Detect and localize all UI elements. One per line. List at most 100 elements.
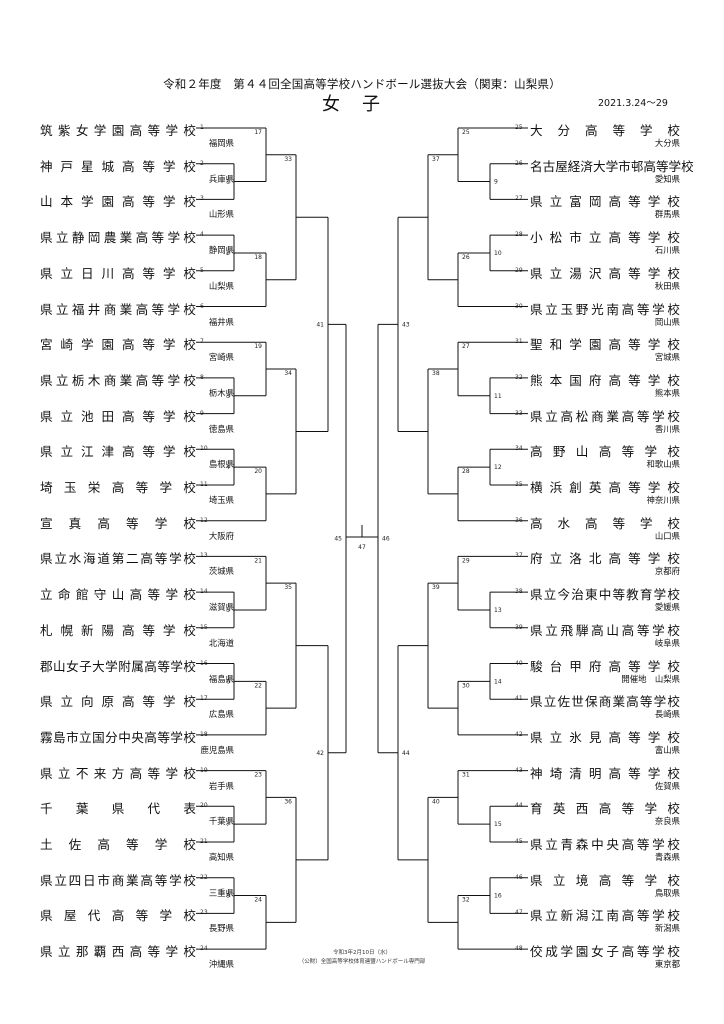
team-seed: 36 <box>515 516 523 524</box>
team-name: 県立玉野光南高等学校 <box>530 301 680 317</box>
team-entry: 県立玉野光南高等学校岡山県 <box>524 299 724 333</box>
team-prefecture: 鳥取県 <box>654 887 680 898</box>
team-name: 育英西高等学校 <box>530 801 680 817</box>
team-entry: 県立高松商業高等学校香川県 <box>524 406 724 440</box>
team-entry: 神戸星城高等学校兵庫県 <box>40 156 240 190</box>
team-prefecture: 三重県 <box>208 887 234 898</box>
team-seed: 23 <box>200 909 208 917</box>
match-number: 46 <box>382 536 390 543</box>
match-number: 45 <box>334 536 342 543</box>
team-seed: 29 <box>515 266 523 274</box>
team-seed: 3 <box>200 195 204 203</box>
team-name: 県立四日市商業高等学校 <box>40 872 196 888</box>
team-seed: 42 <box>515 730 523 738</box>
team-entry: 熊本国府高等学校熊本県 <box>524 370 724 404</box>
team-name: 県立湯沢高等学校 <box>530 265 680 281</box>
team-entry: 県立江津高等学校島根県 <box>40 441 240 475</box>
match-number: 44 <box>402 750 410 757</box>
team-prefecture: 熊本県 <box>654 387 680 398</box>
match-number: 43 <box>402 321 410 328</box>
match-number: 19 <box>254 343 262 350</box>
team-entry: 宣真高等学校大阪府 <box>40 513 240 547</box>
team-name: 高野山高等学校 <box>530 444 680 460</box>
match-number: 1 <box>226 179 230 186</box>
team-seed: 28 <box>515 231 523 239</box>
team-name: 筑紫女学園高等学校 <box>40 123 196 138</box>
team-seed: 44 <box>515 802 523 810</box>
match-number: 8 <box>226 893 230 900</box>
team-prefecture: 新潟県 <box>654 923 680 934</box>
match-number: 41 <box>316 321 324 328</box>
team-prefecture: 埼玉県 <box>208 495 234 505</box>
team-name: 県立池田高等学校 <box>40 408 196 424</box>
team-entry: 小松市立高等学校石川県 <box>524 227 724 261</box>
match-number: 14 <box>494 678 502 685</box>
match-number: 32 <box>462 897 470 904</box>
team-entry: 府立洛北高等学校京都府 <box>524 548 724 582</box>
team-seed: 10 <box>200 445 208 453</box>
team-entry: 県立氷見高等学校富山県 <box>524 727 724 761</box>
team-prefecture: 愛媛県 <box>654 602 680 613</box>
match-number: 42 <box>316 750 324 757</box>
footer-date: 令和3年2月10日（水） <box>333 950 391 956</box>
team-name: 埼玉栄高等学校 <box>40 480 196 495</box>
team-seed: 27 <box>515 195 523 203</box>
match-number: 9 <box>494 179 498 186</box>
team-seed: 9 <box>200 409 204 417</box>
team-seed: 41 <box>515 695 523 703</box>
team-seed: 26 <box>515 159 523 167</box>
team-seed: 7 <box>200 338 204 346</box>
team-name: 佼成学園女子高等学校 <box>530 944 680 960</box>
team-entry: 駿台甲府高等学校開催地 山梨県 <box>524 656 724 690</box>
match-number: 3 <box>226 393 230 400</box>
match-number: 12 <box>494 464 502 471</box>
match-number: 25 <box>462 129 470 136</box>
final-match-number: 47 <box>358 544 366 551</box>
team-name: 県立高松商業高等学校 <box>530 408 680 424</box>
team-seed: 38 <box>515 588 523 596</box>
team-prefecture: 長崎県 <box>654 709 680 720</box>
team-prefecture: 和歌山県 <box>646 459 681 470</box>
team-name: 県立富岡高等学校 <box>530 194 680 210</box>
team-entry: 県立那覇西高等学校沖縄県 <box>40 941 240 975</box>
match-number: 40 <box>432 798 440 805</box>
team-entry: 高野山高等学校和歌山県 <box>524 441 724 475</box>
team-entry: 県立湯沢高等学校秋田県 <box>524 263 724 297</box>
match-number: 10 <box>494 250 502 257</box>
match-number: 23 <box>254 772 262 779</box>
team-name: 小松市立高等学校 <box>530 230 680 246</box>
team-name: 県立新潟江南高等学校 <box>530 908 680 924</box>
team-prefecture: 東京都 <box>654 959 680 970</box>
match-number: 29 <box>462 557 470 564</box>
team-name: 県立不来方高等学校 <box>40 765 196 781</box>
team-name: 郡山女子大学附属高等学校 <box>40 658 196 674</box>
team-name: 県立福井商業高等学校 <box>40 301 196 317</box>
team-name: 土佐高等学校 <box>40 837 196 852</box>
team-name: 県立青森中央高等学校 <box>530 837 680 852</box>
team-entry: 県立四日市商業高等学校三重県 <box>40 870 240 904</box>
team-name: 名古屋経済大学市邨高等学校 <box>530 158 694 174</box>
team-entry: 育英西高等学校奈良県 <box>524 798 724 832</box>
match-number: 35 <box>284 584 292 591</box>
team-entry: 県立今治東中等教育学校愛媛県 <box>524 584 724 618</box>
team-entry: 立命館守山高等学校滋賀県 <box>40 584 240 618</box>
match-number: 36 <box>284 798 292 805</box>
team-seed: 43 <box>515 766 523 774</box>
match-number: 33 <box>284 156 292 163</box>
team-name: 県立飛騨高山高等学校 <box>530 622 680 638</box>
team-entry: 県立水海道第二高等学校茨城県 <box>40 548 240 582</box>
match-number: 21 <box>254 557 262 564</box>
team-seed: 4 <box>200 231 204 239</box>
team-entry: 山本学園高等学校山形県 <box>40 191 240 225</box>
team-prefecture: 岡山県 <box>654 316 680 327</box>
team-entry: 名古屋経済大学市邨高等学校愛知県 <box>524 156 724 190</box>
tournament-dates: 2021.3.24〜29 <box>598 98 668 109</box>
team-name: 府立洛北高等学校 <box>530 551 680 567</box>
match-number: 27 <box>462 343 470 350</box>
team-entry: 千葉県代表千葉県 <box>40 798 240 832</box>
footer-organizer: （公財）全国高等学校体育連盟ハンドボール専門部 <box>298 959 426 965</box>
team-prefecture: 佐賀県 <box>654 780 680 791</box>
team-prefecture: 徳島県 <box>208 423 234 434</box>
team-prefecture: 山口県 <box>654 530 680 541</box>
team-name: 高水高等学校 <box>530 515 680 531</box>
